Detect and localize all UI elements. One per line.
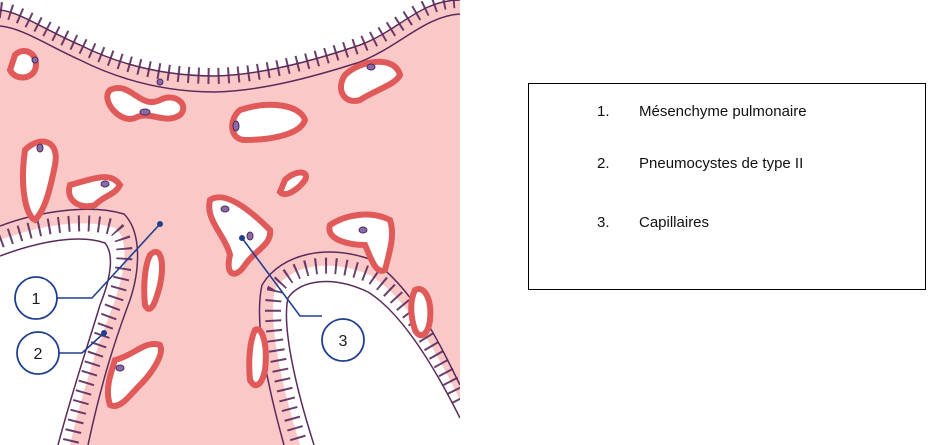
callout-1: 1 [15,277,57,319]
legend-label: Pneumocystes de type II [639,155,803,172]
legend-label: Capillaires [639,214,709,231]
legend-number: 3. [597,214,639,231]
callout-2: 2 [17,332,59,374]
legend-item: 2.Pneumocystes de type II [597,155,803,172]
capillary [411,289,430,335]
legend-number: 2. [597,155,639,172]
lung-histology-diagram: 1 2 3 [0,0,460,445]
legend-item: 1.Mésenchyme pulmonaire [597,103,807,120]
callout-number: 2 [34,346,43,363]
callout-number: 1 [32,291,41,308]
legend-box: 1.Mésenchyme pulmonaire 2.Pneumocystes d… [528,83,926,290]
legend-label: Mésenchyme pulmonaire [639,103,807,120]
capillary [10,51,36,78]
capillary [249,329,266,385]
legend-number: 1. [597,103,639,120]
callout-number: 3 [339,333,348,350]
legend-item: 3.Capillaires [597,214,709,231]
callout-3: 3 [322,319,364,361]
